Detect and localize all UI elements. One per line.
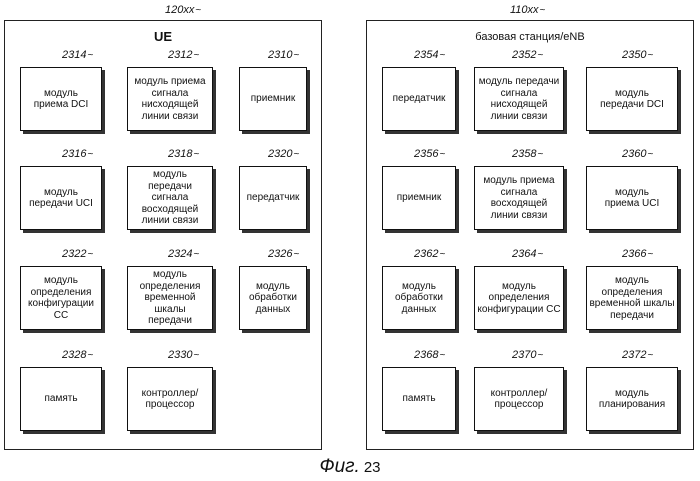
leader-mark-icon: ~ — [193, 50, 199, 61]
leader-mark-icon: ~ — [87, 149, 93, 160]
ref-2364: 2364~ — [512, 248, 543, 260]
ref-2350: 2350~ — [622, 49, 653, 61]
leader-mark-icon: ~ — [647, 249, 653, 260]
leader-mark-icon: ~ — [439, 350, 445, 361]
enb-controller-processor: контроллер/ процессор — [474, 367, 564, 431]
leader-mark-icon: ~ — [293, 50, 299, 61]
leader-mark-icon: ~ — [537, 149, 543, 160]
ref-2368: 2368~ — [414, 349, 445, 361]
enb-dci-transmit-module: модуль передачи DCI — [586, 67, 678, 131]
leader-mark-icon: ~ — [293, 149, 299, 160]
leader-mark-icon: ~ — [439, 249, 445, 260]
ue-uplink-signal-transmit-module: модуль передачи сигнала восходящей линии… — [127, 166, 213, 230]
enb-data-processing-module: модуль обработки данных — [382, 266, 456, 330]
ref-2318: 2318~ — [168, 148, 199, 160]
ref-2372: 2372~ — [622, 349, 653, 361]
ue-panel-title: UE — [5, 29, 321, 44]
ref-2322: 2322~ — [62, 248, 93, 260]
leader-mark-icon: ~ — [87, 50, 93, 61]
ref-2328: 2328~ — [62, 349, 93, 361]
enb-transmission-timeline-module: модуль определения временной шкалы перед… — [586, 266, 678, 330]
ref-2354: 2354~ — [414, 49, 445, 61]
enb-panel-ref: 110xx~ — [510, 4, 545, 16]
ue-receiver: приемник — [239, 67, 307, 131]
enb-memory: память — [382, 367, 456, 431]
leader-mark-icon: ~ — [537, 50, 543, 61]
enb-scheduling-module: модуль планирования — [586, 367, 678, 431]
ue-controller-processor: контроллер/ процессор — [127, 367, 213, 431]
ue-dci-receive-module: модуль приема DCI — [20, 67, 102, 131]
ue-uci-transmit-module: модуль передачи UCI — [20, 166, 102, 230]
ref-2360: 2360~ — [622, 148, 653, 160]
ref-2316: 2316~ — [62, 148, 93, 160]
ref-2370: 2370~ — [512, 349, 543, 361]
leader-mark-icon: ~ — [87, 350, 93, 361]
leader-mark-icon: ~ — [193, 149, 199, 160]
ref-2320: 2320~ — [268, 148, 299, 160]
enb-uci-receive-module: модуль приема UCI — [586, 166, 678, 230]
enb-transmitter: передатчик — [382, 67, 456, 131]
leader-mark-icon: ~ — [647, 149, 653, 160]
leader-mark-icon: ~ — [439, 50, 445, 61]
ref-2312: 2312~ — [168, 49, 199, 61]
ref-2324: 2324~ — [168, 248, 199, 260]
ref-2326: 2326~ — [268, 248, 299, 260]
leader-mark-icon: ~ — [647, 350, 653, 361]
ue-transmitter: передатчик — [239, 166, 307, 230]
leader-mark-icon: ~ — [293, 249, 299, 260]
enb-uplink-signal-receive-module: модуль приема сигнала восходящей линии с… — [474, 166, 564, 230]
ref-2314: 2314~ — [62, 49, 93, 61]
enb-receiver: приемник — [382, 166, 456, 230]
ue-memory: память — [20, 367, 102, 431]
ref-2366: 2366~ — [622, 248, 653, 260]
ref-2330: 2330~ — [168, 349, 199, 361]
ue-transmission-timeline-module: модуль определения временной шкалы перед… — [127, 266, 213, 330]
leader-mark-icon: ~ — [537, 249, 543, 260]
leader-mark-icon: ~ — [193, 249, 199, 260]
ue-data-processing-module: модуль обработки данных — [239, 266, 307, 330]
enb-panel-title: базовая станция/eNB — [367, 31, 693, 43]
enb-cc-configuration-module: модуль определения конфигурации CC — [474, 266, 564, 330]
ref-2358: 2358~ — [512, 148, 543, 160]
leader-mark-icon: ~ — [647, 50, 653, 61]
enb-downlink-signal-transmit-module: модуль передачи сигнала нисходящей линии… — [474, 67, 564, 131]
ue-panel-ref: 120xx~ — [165, 4, 201, 16]
ue-downlink-signal-receive-module: модуль приема сигнала нисходящей линии с… — [127, 67, 213, 131]
leader-mark-icon: ~ — [87, 249, 93, 260]
ref-2362: 2362~ — [414, 248, 445, 260]
ref-2352: 2352~ — [512, 49, 543, 61]
ref-2356: 2356~ — [414, 148, 445, 160]
leader-mark-icon: ~ — [439, 149, 445, 160]
figure-caption: Фиг.23 — [0, 456, 700, 478]
leader-mark-icon: ~ — [537, 350, 543, 361]
ue-cc-configuration-module: модуль определения конфигурации CC — [20, 266, 102, 330]
leader-mark-icon: ~ — [193, 350, 199, 361]
ref-2310: 2310~ — [268, 49, 299, 61]
